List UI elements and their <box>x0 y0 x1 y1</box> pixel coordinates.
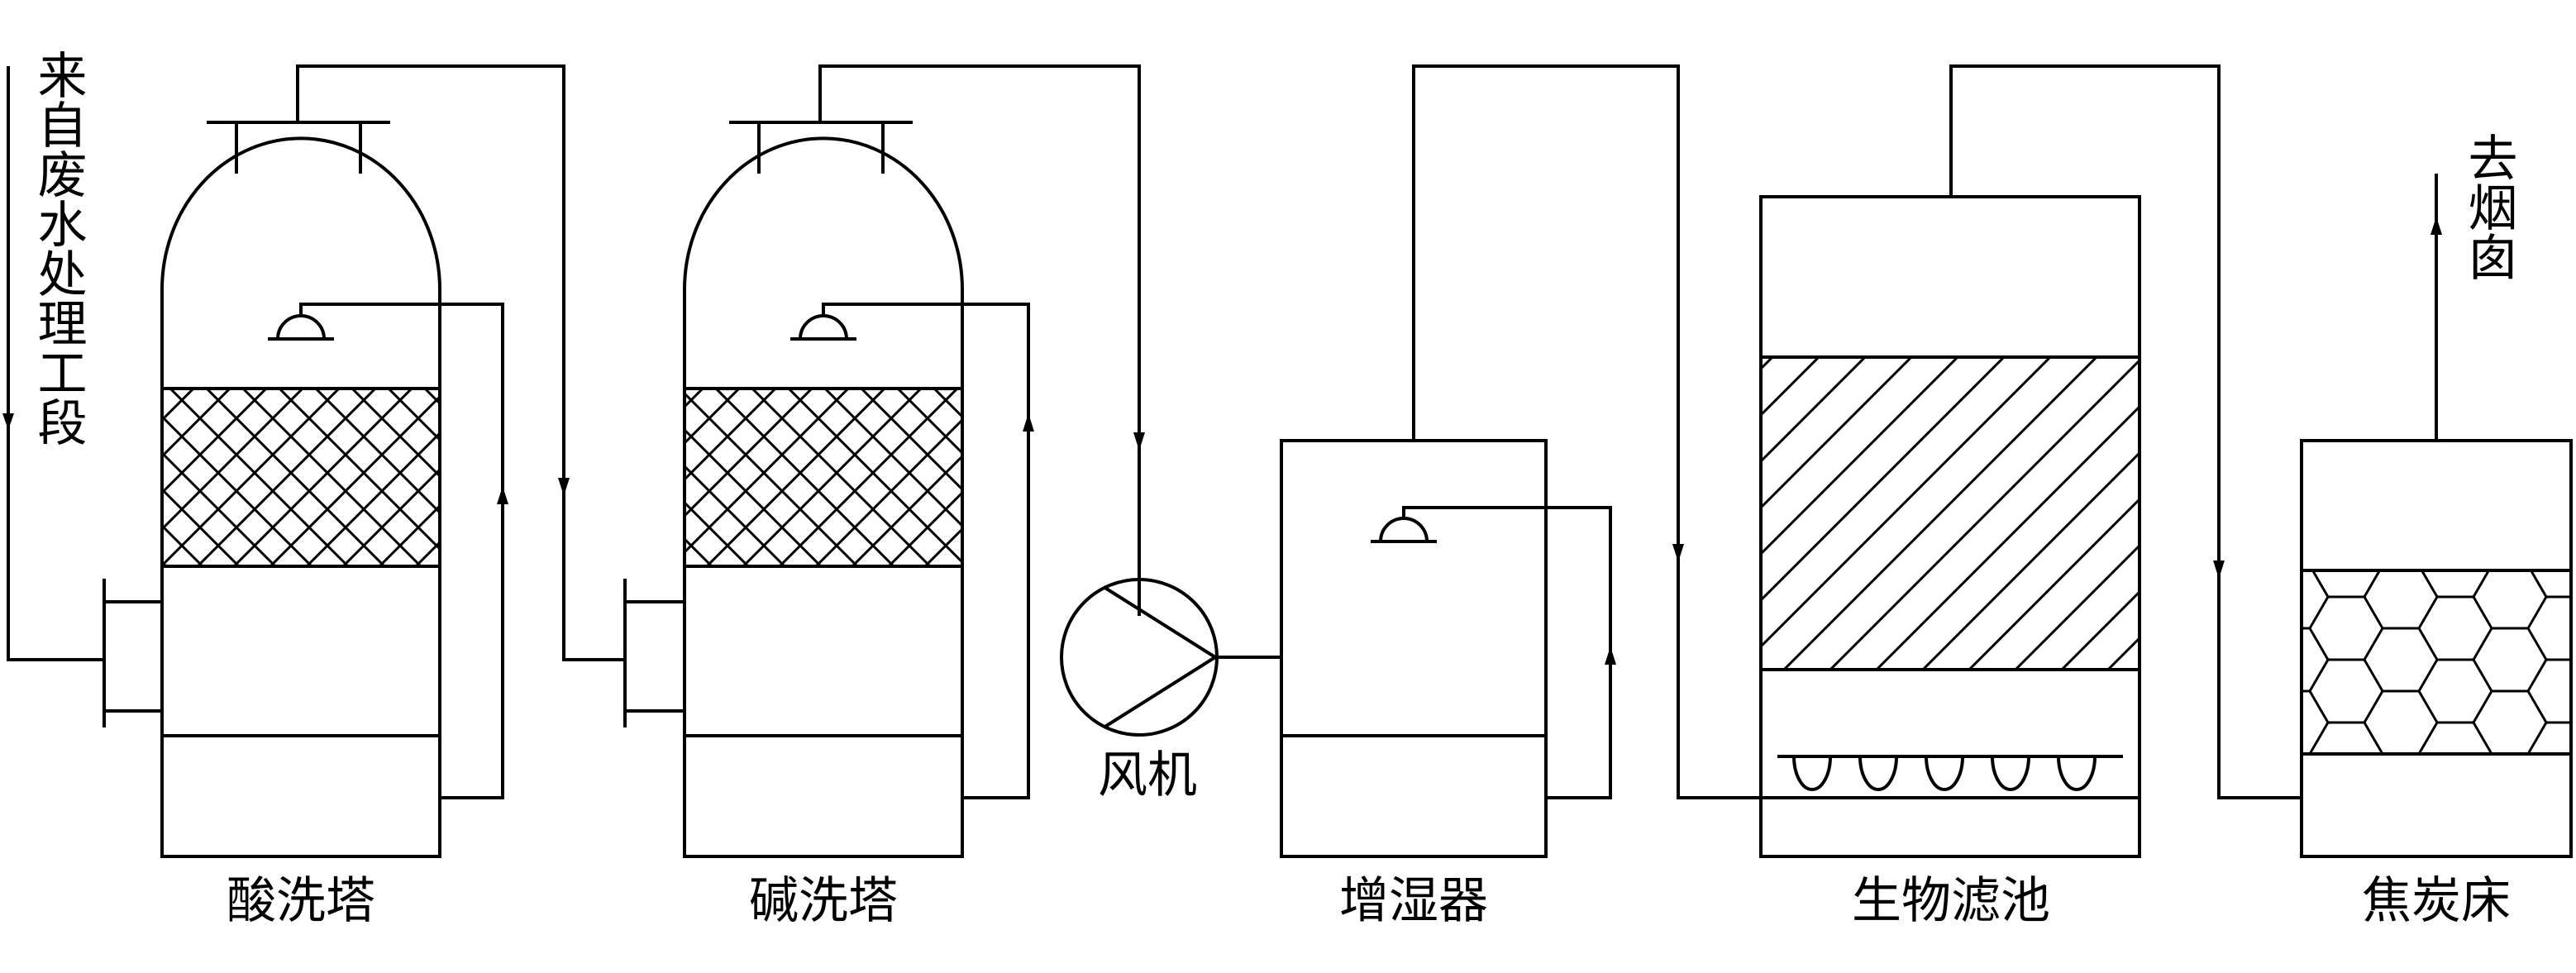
arrow-down-icon <box>2213 560 2225 579</box>
alkali-tower-label: 碱洗塔 <box>749 872 898 930</box>
source-label: 来自废水处理工段 <box>29 50 87 446</box>
arrow-down-icon <box>558 478 570 496</box>
outlet-line <box>2431 174 2442 441</box>
arrow-down-icon <box>1672 544 1684 562</box>
alkali-to-fan-line <box>818 64 1145 616</box>
acid-tower-label: 酸洗塔 <box>227 872 375 930</box>
arrow-up-icon <box>497 486 508 504</box>
humidifier-label: 增湿器 <box>1339 872 1488 930</box>
nozzle-row <box>1777 755 2123 791</box>
alkali-tower <box>623 121 1034 858</box>
biofilter-to-coke-line <box>1949 64 2302 799</box>
fan-label: 风机 <box>1098 746 1197 804</box>
arrow-down-icon <box>2 413 14 430</box>
acid-tower <box>103 121 508 858</box>
biofilter <box>1759 195 2141 858</box>
humidifier <box>1280 439 1616 858</box>
arrow-up-icon <box>1023 413 1034 432</box>
coke-bed-label: 焦炭床 <box>2362 872 2511 930</box>
arrow-up-icon <box>1605 646 1616 665</box>
biofilter-label: 生物滤池 <box>1852 872 2050 930</box>
arrow-up-icon <box>2431 217 2442 235</box>
acid-to-alkali-line <box>296 64 625 661</box>
inlet-line <box>2 66 104 661</box>
chimney-label: 去烟囱 <box>2459 132 2517 281</box>
arrow-down-icon <box>1133 432 1145 451</box>
fan <box>1060 578 1281 737</box>
humidifier-to-biofilter-line <box>1412 64 1761 799</box>
coke-bed <box>2300 439 2573 858</box>
